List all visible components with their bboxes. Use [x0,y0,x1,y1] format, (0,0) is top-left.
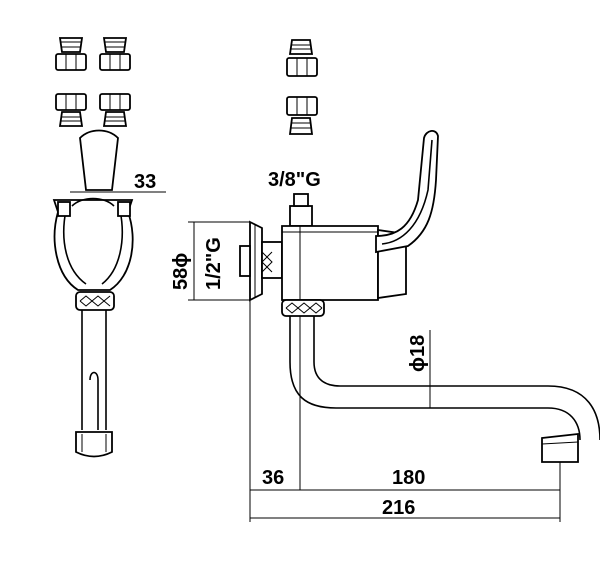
body-side [281,225,379,301]
connector [261,241,283,279]
dimension-three-eighths-g-label: 3/8"G [268,169,321,191]
nut-icon [99,93,131,111]
olive-icon [288,39,314,55]
dimension-58-label: 58ϕ [170,253,192,290]
olive-icon [58,37,84,53]
lever-front [79,129,119,191]
dimension-58: 58ϕ 1/2"G [170,221,250,301]
dimension-d18: ϕ18 [407,330,431,408]
faucet-front-view [52,129,134,458]
olive-icon [102,37,128,53]
olive-icon [58,111,84,127]
faucet-side-view [239,130,600,463]
dimension-d18-label: ϕ18 [407,335,429,372]
inlet-top [289,205,313,227]
nozzle-front [75,431,113,458]
dimension-180-label: 180 [392,467,425,489]
fittings-left [55,37,131,127]
wall-flange [249,220,263,302]
dimension-216-label: 216 [382,497,415,519]
nut-icon [286,57,318,77]
collar-side [281,299,325,317]
nut-icon [286,96,318,116]
dimension-33-label: 33 [134,171,156,193]
nut-icon [55,53,87,71]
body-front [52,199,134,291]
fittings-right [286,39,318,135]
nozzle-side [541,432,579,463]
dimension-horizontal: 36 180 216 [249,300,561,522]
spout [289,316,581,441]
nut-icon [55,93,87,111]
collar-front [75,291,115,311]
dimension-33: 33 [70,171,166,193]
nut-icon [99,53,131,71]
dimension-36-label: 36 [262,467,284,489]
lever-side [375,130,439,254]
olive-icon [102,111,128,127]
dimension-half-inch-g-label: 1/2"G [203,237,225,290]
olive-icon [288,117,314,135]
dimension-three-eighths-g: 3/8"G [268,169,321,191]
